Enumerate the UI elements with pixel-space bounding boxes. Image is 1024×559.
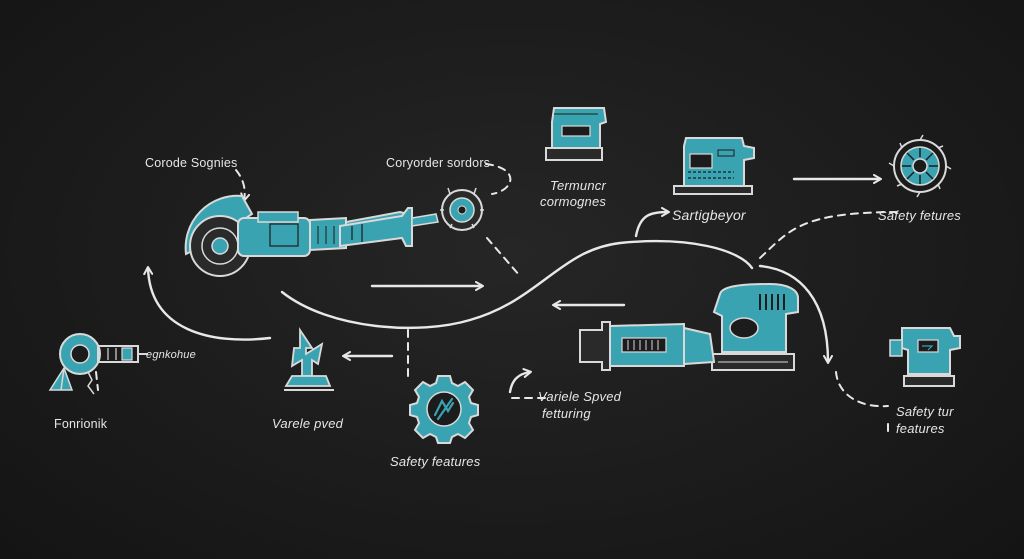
label-varele-pved: Varele pved [272, 416, 344, 431]
palm-sander-icon [545, 107, 608, 161]
label-sartigbeyor: Sartigbeyor [672, 207, 746, 223]
saw-blade-icon [888, 134, 952, 198]
label-safety-features-center: Safety features [390, 454, 481, 469]
label-cormognes: cormognes [540, 194, 607, 209]
orbital-sander-icon [711, 282, 799, 371]
angle-grinder-icon [184, 194, 409, 277]
variele-arrow [508, 368, 532, 394]
label-fonrionik: Fonrionik [54, 417, 108, 431]
label-corode-sognies: Corode Sognies [145, 156, 238, 170]
sartig-arrow [634, 207, 670, 238]
dashed-right-loop [835, 371, 889, 408]
jigsaw-icon [673, 137, 755, 195]
label-coryorder-sordors: Coryorder sordors [386, 156, 491, 170]
dashed-left-tool [95, 371, 99, 391]
wire-brush-icon [48, 333, 148, 395]
label-fetturing: fetturing [542, 406, 591, 421]
label-termuncr: Termuncr [550, 178, 607, 193]
chisel-icon [284, 327, 334, 391]
dashed-polisher-link [485, 163, 512, 195]
dashed-safety-link [759, 211, 901, 259]
dashed-saw-link [486, 237, 521, 277]
gear-icon [409, 375, 479, 444]
label-safety-tur: Safety tur [896, 404, 954, 419]
detail-sander-icon [889, 327, 961, 387]
label-variele-spved: Variele Spved [538, 389, 622, 404]
dashed-grinder-link [235, 169, 251, 202]
left-loop-arrow [143, 266, 272, 341]
label-features-right: features [896, 421, 945, 436]
main-flow-curve [280, 239, 754, 330]
label-egnkohue: egnkohue [146, 349, 196, 361]
reciprocating-saw-icon [579, 321, 716, 371]
label-safety-fetures-top: Safety fetures [878, 208, 962, 223]
right-down-arrow [758, 264, 833, 364]
polisher-icon [339, 187, 484, 248]
